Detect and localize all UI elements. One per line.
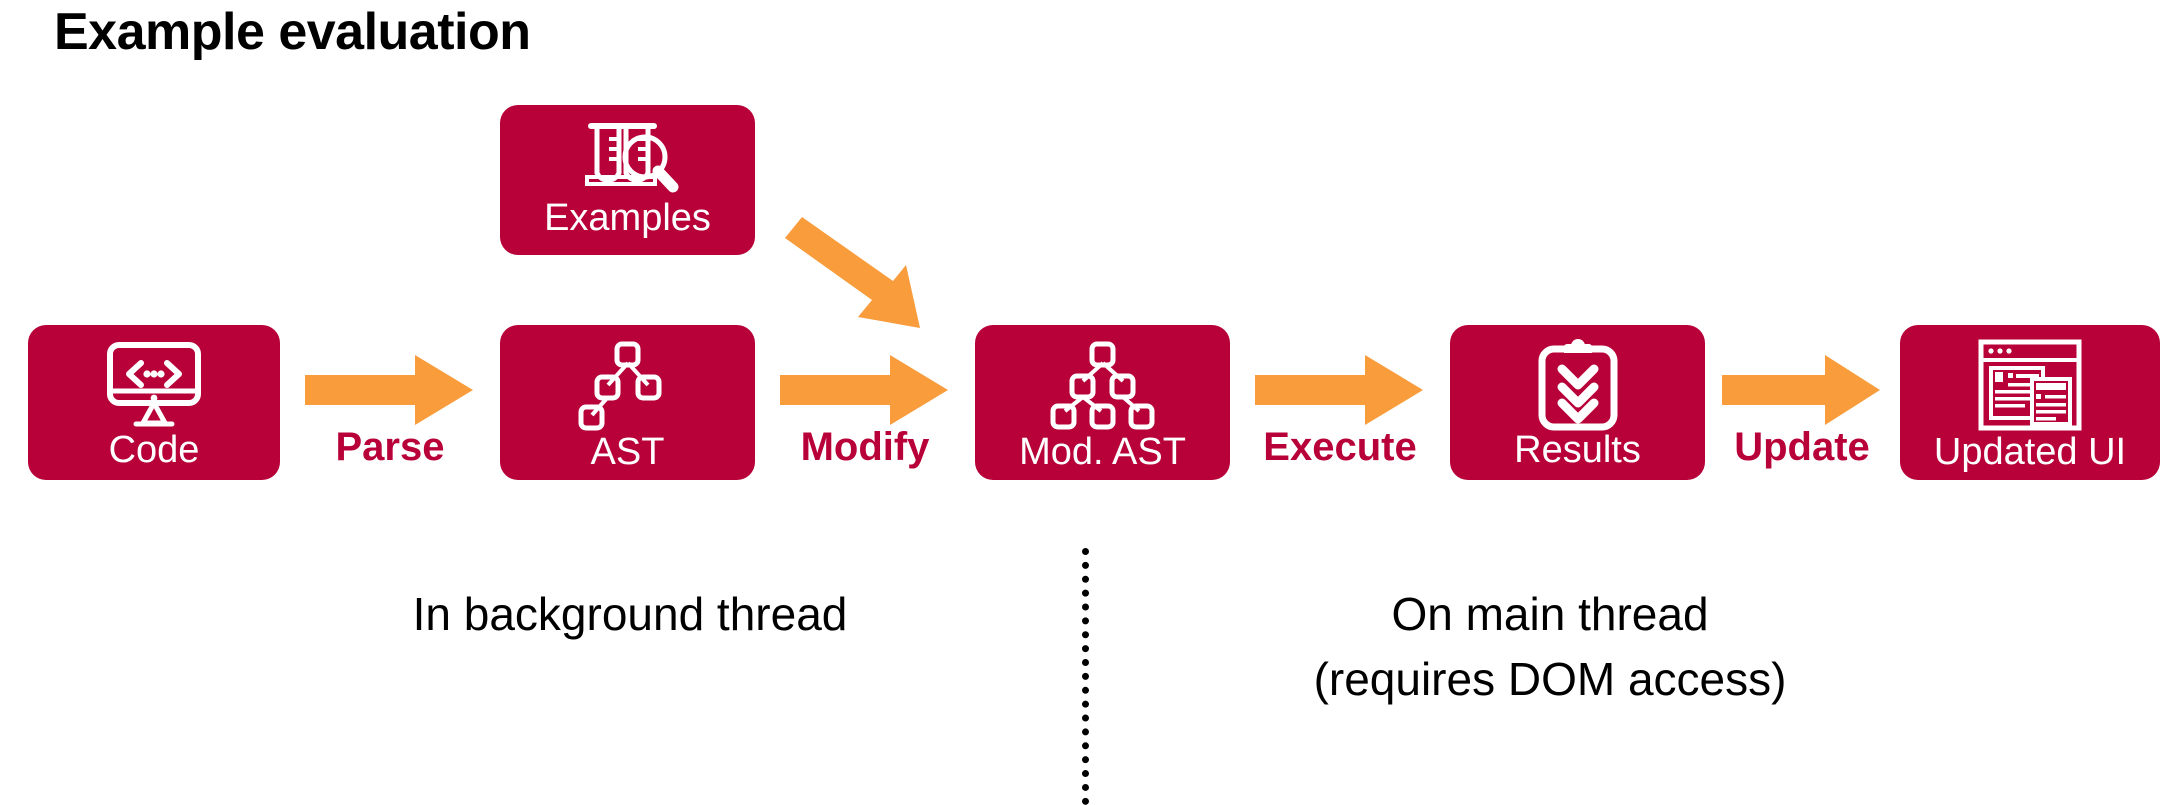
node-examples[interactable]: Examples xyxy=(500,105,755,255)
arrow-execute xyxy=(1255,355,1425,425)
annotation-dom-access: (requires DOM access) xyxy=(1313,653,1787,705)
node-code[interactable]: Code xyxy=(28,325,280,480)
arrow-execute-label: Execute xyxy=(1263,425,1417,469)
monitor-code-icon xyxy=(28,325,280,429)
node-examples-label: Examples xyxy=(544,197,711,239)
node-modast-label: Mod. AST xyxy=(1019,431,1186,473)
node-ast-label: AST xyxy=(590,431,665,473)
arrow-modify-label: Modify xyxy=(800,425,930,469)
test-tubes-magnifier-icon xyxy=(500,105,755,195)
arrow-parse-label: Parse xyxy=(335,425,445,469)
node-ast[interactable]: AST xyxy=(500,325,755,480)
arrow-modify xyxy=(780,355,950,425)
arrow-update xyxy=(1722,355,1882,425)
clipboard-checks-icon xyxy=(1450,325,1705,431)
node-updatedui[interactable]: Updated UI xyxy=(1900,325,2160,480)
node-results-label: Results xyxy=(1514,429,1641,471)
arrow-parse xyxy=(305,355,475,425)
arrow-inject xyxy=(775,205,955,330)
browser-window-icon xyxy=(1900,325,2160,431)
page-title: Example evaluation xyxy=(54,3,531,61)
node-results[interactable]: Results xyxy=(1450,325,1705,480)
annotation-background-thread: In background thread xyxy=(412,588,848,640)
tree-small-icon xyxy=(500,325,755,433)
node-modast[interactable]: Mod. AST xyxy=(975,325,1230,480)
thread-divider xyxy=(1082,548,1089,805)
tree-large-icon xyxy=(975,325,1230,431)
node-code-label: Code xyxy=(108,429,200,471)
node-updatedui-label: Updated UI xyxy=(1933,431,2127,473)
annotation-main-thread: On main thread xyxy=(1391,588,1709,640)
arrow-update-label: Update xyxy=(1734,425,1870,469)
